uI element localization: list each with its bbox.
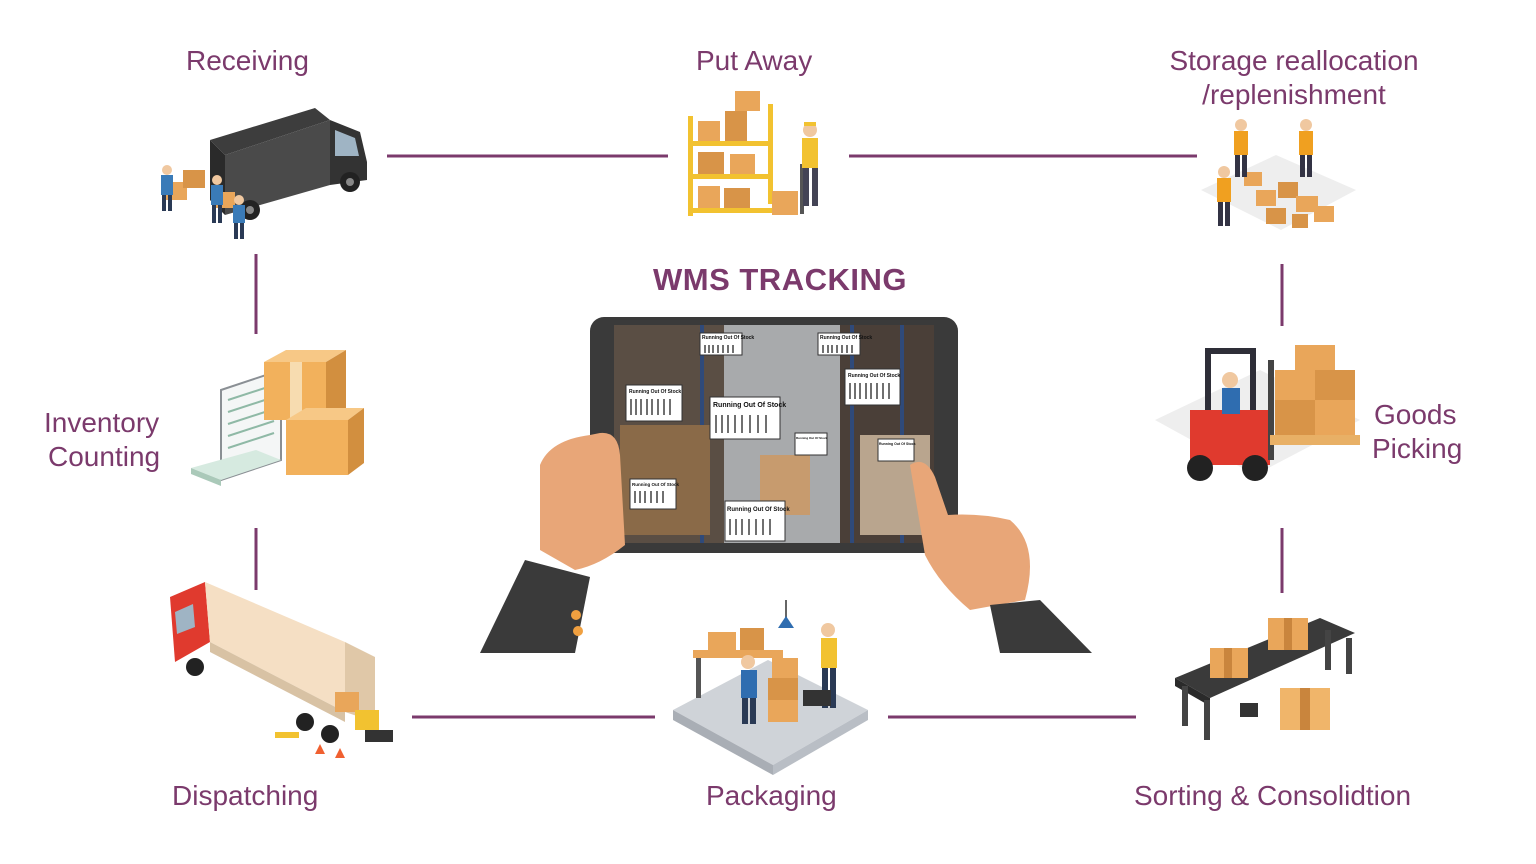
label-sorting: Sorting & Consolidtion xyxy=(1134,780,1412,811)
label-put-away: Put Away xyxy=(696,45,813,76)
tablet-tag-6: Running Out Of Stock xyxy=(796,436,828,440)
tablet-tag-5: Running Out Of Stock xyxy=(713,402,786,409)
tablet-tag-9: Running Out Of Stock xyxy=(727,507,790,513)
tablet-tag-7: Running Out Of Stock xyxy=(879,442,916,446)
tablet-tag-2: Running Out Of Stock xyxy=(820,335,872,341)
label-goods-line1: Goods xyxy=(1374,399,1457,430)
pallet-workers-icon xyxy=(1201,119,1356,230)
tablet-tag-3: Running Out Of Stock xyxy=(848,373,900,379)
label-receiving: Receiving xyxy=(186,45,309,76)
label-inventory-line1: Inventory xyxy=(44,407,160,438)
diagram-title: WMS TRACKING xyxy=(653,262,907,297)
laptop-boxes-icon xyxy=(191,350,364,486)
tablet-tag-1: Running Out Of Stock xyxy=(702,335,754,341)
semi-truck-icon xyxy=(170,582,393,758)
forklift-icon xyxy=(1155,345,1360,481)
label-storage: Storage reallocation /replenishment xyxy=(1134,44,1454,112)
label-goods-picking: Goods Picking xyxy=(1372,398,1462,466)
label-inventory-line2: Counting xyxy=(48,441,161,472)
shelving-worker-icon xyxy=(688,91,818,216)
delivery-truck-icon xyxy=(161,108,367,239)
packing-station-icon xyxy=(673,600,868,775)
tablet-scanner-icon: Running Out Of Stock Running Out Of Stoc… xyxy=(480,317,1092,653)
label-dispatching: Dispatching xyxy=(172,780,319,811)
label-inventory-counting: Inventory Counting xyxy=(44,406,160,474)
tablet-tag-4: Running Out Of Stock xyxy=(629,389,681,395)
tablet-tag-8: Running Out Of Stock xyxy=(632,482,679,487)
label-packaging: Packaging xyxy=(706,780,837,811)
label-storage-line1: Storage reallocation xyxy=(1169,45,1419,76)
label-goods-line2: Picking xyxy=(1372,433,1463,464)
label-storage-line2: /replenishment xyxy=(1202,79,1386,110)
conveyor-belt-icon xyxy=(1175,618,1355,740)
